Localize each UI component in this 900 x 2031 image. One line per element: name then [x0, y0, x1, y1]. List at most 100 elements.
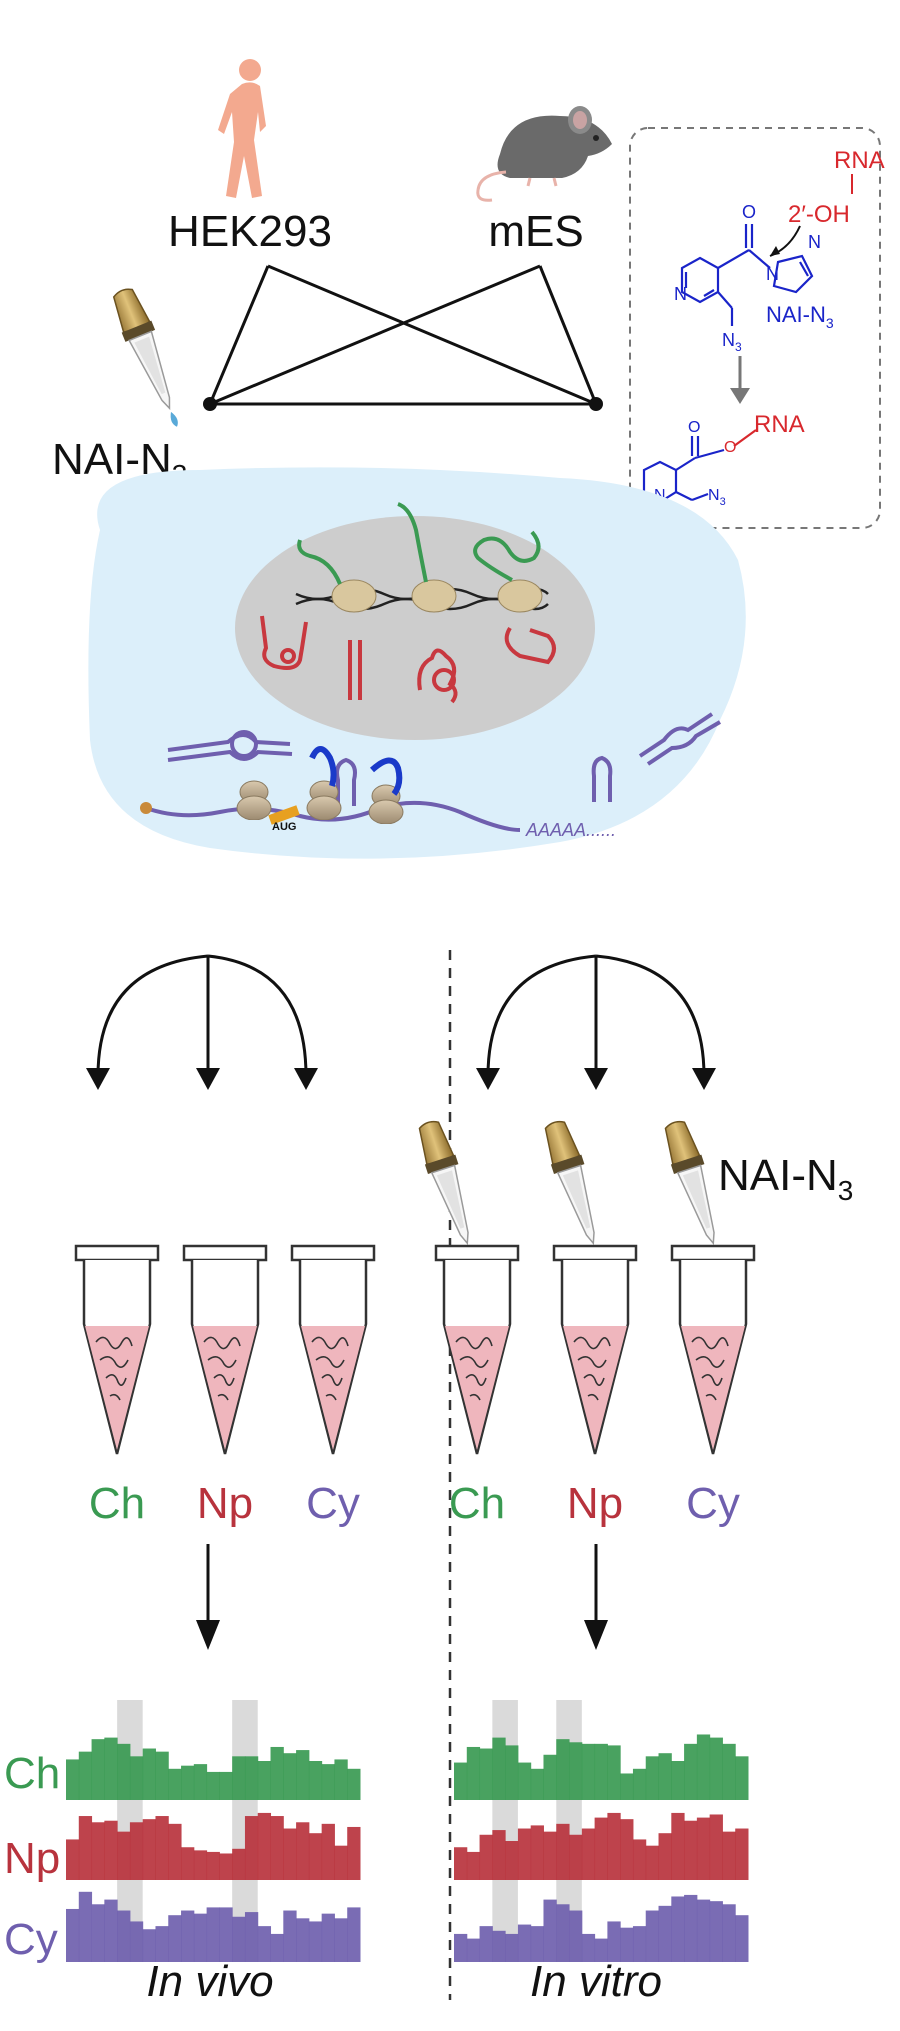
bar-np-7: [155, 1816, 169, 1880]
bar-ch-15: [257, 1761, 272, 1800]
bar-ch-7: [155, 1751, 169, 1800]
bar-np-19: [696, 1817, 711, 1880]
bar-cy-4: [117, 1910, 131, 1962]
bar-np-13: [620, 1819, 634, 1880]
bar-cy-5: [517, 1924, 532, 1962]
bar-cy-21: [722, 1904, 736, 1962]
chem-nai-label: NAI-N3: [766, 302, 834, 331]
split-arrowhead-0: [86, 1068, 110, 1090]
bar-ch-17: [671, 1761, 685, 1800]
bar-cy-2: [479, 1926, 493, 1962]
tube-ch-vitro: [434, 1244, 520, 1456]
bar-ch-9: [569, 1742, 583, 1800]
bar-np-18: [684, 1820, 698, 1880]
bar-cy-0: [454, 1933, 468, 1962]
bar-cy-7: [543, 1899, 557, 1962]
bar-np-3: [492, 1830, 506, 1880]
bar-ch-16: [270, 1746, 284, 1800]
bar-np-14: [632, 1839, 647, 1880]
bar-ch-1: [78, 1751, 93, 1800]
chem-n-imid-1: N: [766, 264, 779, 284]
bar-ch-22: [735, 1756, 749, 1800]
bar-np-21: [334, 1845, 348, 1880]
bar-np-22: [347, 1826, 361, 1880]
bar-np-4: [117, 1831, 131, 1880]
ribosome-1: [236, 780, 272, 820]
bar-np-12: [219, 1853, 233, 1880]
bar-ch-12: [607, 1745, 621, 1800]
bar-np-14: [244, 1816, 259, 1880]
bar-cy-8: [556, 1904, 570, 1962]
track-label-ch: Ch: [4, 1749, 60, 1798]
bar-cy-0: [66, 1908, 80, 1962]
bar-ch-15: [645, 1756, 660, 1800]
ribosome-2: [306, 780, 342, 820]
bar-np-0: [454, 1847, 468, 1880]
bar-cy-10: [581, 1933, 596, 1962]
bar-cy-11: [206, 1907, 220, 1962]
bar-ch-1: [466, 1746, 481, 1800]
bar-ch-3: [104, 1737, 118, 1800]
bar-ch-4: [117, 1743, 131, 1800]
split-branch-left: [96, 954, 209, 1077]
bar-np-5: [517, 1828, 532, 1880]
bar-cy-9: [181, 1910, 195, 1962]
label-hek293: HEK293: [168, 207, 332, 256]
nuclear-rna: [260, 615, 556, 704]
bar-np-20: [709, 1814, 723, 1880]
bar-np-9: [181, 1847, 195, 1880]
bar-ch-0: [454, 1762, 468, 1800]
join-dot-right: [589, 397, 603, 411]
bar-ch-19: [308, 1761, 323, 1800]
fraction-cy-vitro: Cy: [686, 1479, 740, 1528]
chem-2oh: 2′-OH: [788, 201, 850, 228]
bar-cy-9: [569, 1910, 583, 1962]
bar-np-6: [142, 1819, 156, 1880]
bar-cy-18: [296, 1918, 310, 1962]
nascent-rna: [297, 502, 541, 585]
cytoplasmic-rna: [145, 712, 722, 832]
chem-o-link: O: [724, 439, 736, 456]
bar-np-21: [722, 1831, 736, 1880]
bar-cy-16: [658, 1905, 672, 1962]
bar-cy-4: [505, 1933, 519, 1962]
bar-cy-6: [142, 1929, 156, 1962]
bar-ch-20: [321, 1764, 335, 1800]
bar-ch-14: [244, 1756, 259, 1800]
chem-rna-top: RNA: [834, 147, 885, 174]
bar-cy-13: [232, 1916, 246, 1962]
bar-ch-0: [66, 1759, 80, 1800]
bar-cy-3: [104, 1899, 118, 1962]
bar-ch-19: [696, 1734, 711, 1800]
fraction-ch-vitro: Ch: [449, 1479, 505, 1528]
bar-np-2: [91, 1822, 105, 1880]
pipette-icon: [106, 283, 193, 434]
bar-cy-14: [632, 1926, 647, 1962]
bar-cy-18: [684, 1894, 698, 1962]
bar-np-9: [569, 1834, 583, 1880]
human-icon: [218, 59, 266, 198]
chem-n3-top: N3: [722, 330, 742, 354]
down-arrow-vivo: [196, 1544, 220, 1650]
bar-ch-18: [296, 1750, 310, 1800]
fraction-ch-vivo: Ch: [89, 1479, 145, 1528]
bar-np-17: [671, 1812, 685, 1880]
split-arrows-right: [476, 954, 716, 1090]
tube-cy-vivo: [290, 1244, 376, 1456]
bar-cy-3: [492, 1930, 506, 1962]
nucleus: [235, 516, 595, 740]
bar-ch-16: [658, 1753, 672, 1800]
tube-cy-vitro: [670, 1244, 756, 1456]
bar-np-20: [321, 1823, 335, 1880]
split-arrowhead-0: [476, 1068, 500, 1090]
bar-ch-8: [556, 1739, 570, 1800]
bar-ch-21: [334, 1759, 348, 1800]
bar-ch-13: [232, 1756, 246, 1800]
bar-ch-11: [206, 1771, 220, 1800]
bar-cy-21: [334, 1918, 348, 1962]
bar-np-13: [232, 1848, 246, 1880]
bar-cy-16: [270, 1933, 284, 1962]
bar-np-4: [505, 1841, 519, 1880]
split-branch-right: [595, 954, 706, 1077]
bar-np-8: [556, 1823, 570, 1880]
